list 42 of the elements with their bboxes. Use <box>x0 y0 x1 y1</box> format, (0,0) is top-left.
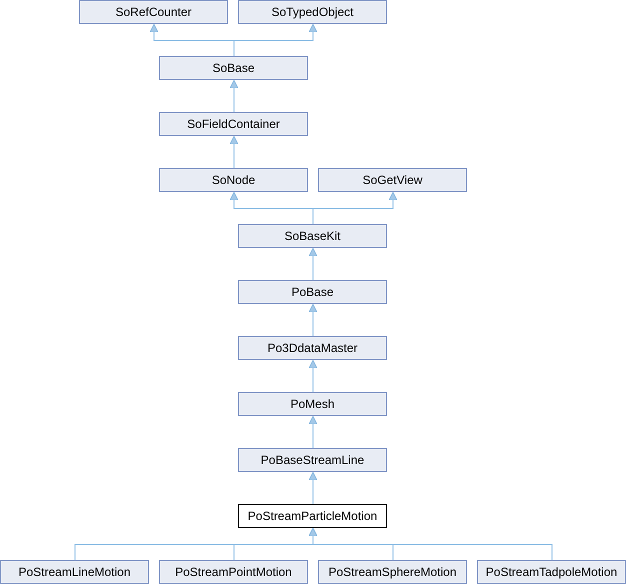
inheritance-arrow <box>230 136 238 168</box>
class-box <box>159 56 308 80</box>
class-name: PoStreamParticleMotion <box>248 508 378 525</box>
class-box <box>477 560 626 584</box>
inheritance-arrow <box>308 528 552 560</box>
class-name: PoBaseStreamLine <box>260 452 364 469</box>
class-name: SoBase <box>212 60 255 77</box>
class-box <box>238 448 387 472</box>
class-box <box>238 336 387 360</box>
class-name: SoGetView <box>362 172 422 189</box>
class-name: PoBase <box>291 284 334 301</box>
class-box <box>238 224 387 248</box>
class-box <box>159 168 308 192</box>
class-box <box>159 112 308 136</box>
class-box <box>0 560 149 584</box>
class-box <box>79 0 228 24</box>
class-box <box>238 504 387 528</box>
inheritance-arrow <box>308 248 318 280</box>
class-name: PoMesh <box>290 396 335 413</box>
class-name: PoStreamPointMotion <box>175 564 292 581</box>
class-name: Po3DdataMaster <box>267 340 358 357</box>
class-name: SoFieldContainer <box>187 116 280 133</box>
class-name: SoNode <box>212 172 256 189</box>
class-name: PoStreamLineMotion <box>18 564 131 581</box>
inheritance-arrow <box>312 192 398 224</box>
class-name: SoRefCounter <box>115 4 192 21</box>
inheritance-arrow <box>308 304 318 336</box>
class-name: PoStreamTadpoleMotion <box>486 564 618 581</box>
inheritance-arrow <box>234 24 318 56</box>
class-name: PoStreamSphereMotion <box>328 564 457 581</box>
class-box <box>238 392 387 416</box>
inheritance-arrow <box>308 472 318 504</box>
class-box <box>159 560 308 584</box>
class-box <box>238 280 387 304</box>
inheritance-arrow <box>230 80 238 112</box>
class-box <box>318 560 467 584</box>
class-name: SoBaseKit <box>284 228 341 245</box>
class-box <box>318 168 467 192</box>
inheritance-arrow <box>308 360 318 392</box>
class-box <box>238 0 387 24</box>
inheritance-arrow <box>308 416 318 448</box>
class-name: SoTypedObject <box>271 4 354 21</box>
